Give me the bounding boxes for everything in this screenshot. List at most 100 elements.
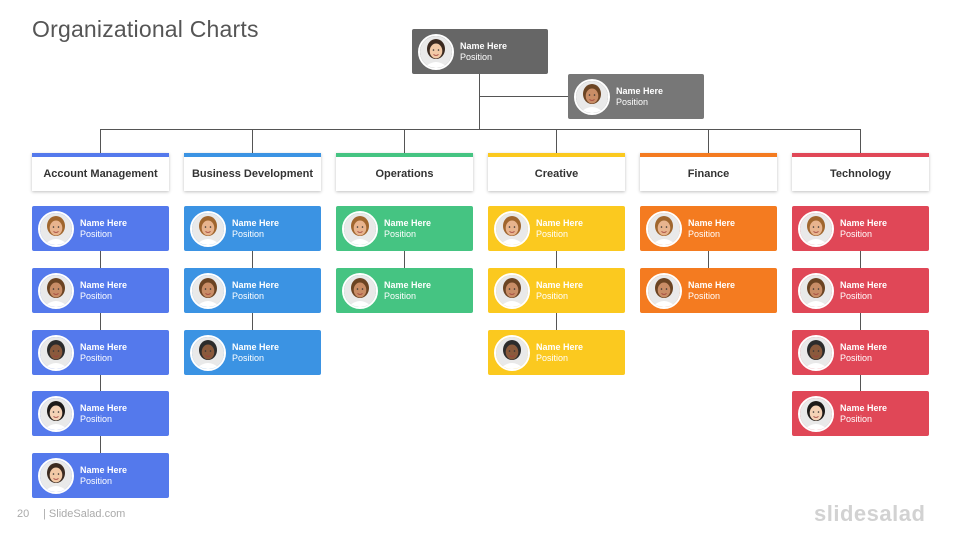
person-position: Position [80,413,113,424]
avatar [494,272,530,309]
connector-main-horizontal [100,129,861,130]
person-photo-icon [800,336,832,369]
avatar [646,210,682,247]
card-text: Name Here Position [688,218,735,240]
member-card[interactable]: Name Here Position [488,206,625,251]
page-title: Organizational Charts [32,16,259,42]
person-photo-icon [344,274,376,307]
person-position: Position [80,228,113,239]
member-card[interactable]: Name Here Position [792,206,929,251]
card-text: Name Here Position [384,280,431,302]
person-photo-icon [192,212,224,245]
connector-members [708,251,709,268]
member-card[interactable]: Name Here Position [336,206,473,251]
person-photo-icon [420,35,452,68]
person-position: Position [840,352,873,363]
member-card[interactable]: Name Here Position [640,268,777,313]
avatar [494,334,530,371]
person-photo-icon [40,459,72,492]
member-card[interactable]: Name Here Position [32,453,169,498]
avatar [190,272,226,309]
brand-logo: slidesalad [814,501,926,526]
department-header[interactable]: Business Development [184,153,321,191]
person-position: Position [536,352,569,363]
avatar [38,395,74,432]
person-position: Position [384,228,417,239]
avatar [418,33,454,70]
card-text: Name Here Position [688,280,735,302]
page-number: 20 [17,508,30,520]
member-card[interactable]: Name Here Position [184,330,321,375]
member-card[interactable]: Name Here Position [336,268,473,313]
card-text: Name Here Position [80,280,127,302]
connector-dept-drop [252,129,253,153]
person-photo-icon [648,212,680,245]
person-name: Name Here [80,217,128,228]
member-card[interactable]: Name Here Position [792,330,929,375]
person-position: Position [688,228,721,239]
member-card[interactable]: Name Here Position [792,268,929,313]
department-header[interactable]: Account Management [32,153,169,191]
person-position: Position [536,290,569,301]
card-text: Name Here Position [80,342,127,364]
person-name: Name Here [80,279,128,290]
assistant-card[interactable]: Name Here Position [568,74,704,119]
person-photo-icon [496,336,528,369]
person-position: Position [840,413,873,424]
person-position: Position [840,290,873,301]
card-text: Name Here Position [384,218,431,240]
person-name: Name Here [616,85,664,96]
member-card[interactable]: Name Here Position [640,206,777,251]
person-name: Name Here [840,402,888,413]
card-text: Name Here Position [616,86,663,108]
department-header[interactable]: Finance [640,153,777,191]
member-card[interactable]: Name Here Position [32,330,169,375]
member-card[interactable]: Name Here Position [184,268,321,313]
person-name: Name Here [232,279,280,290]
avatar [798,334,834,371]
connector-members [404,251,405,268]
card-text: Name Here Position [80,218,127,240]
member-card[interactable]: Name Here Position [792,391,929,436]
member-card[interactable]: Name Here Position [32,206,169,251]
person-photo-icon [576,80,608,113]
avatar [38,210,74,247]
person-photo-icon [800,274,832,307]
member-card[interactable]: Name Here Position [184,206,321,251]
person-photo-icon [344,212,376,245]
person-position: Position [80,475,113,486]
person-position: Position [536,228,569,239]
avatar [342,272,378,309]
person-name: Name Here [840,341,888,352]
person-photo-icon [800,397,832,430]
connector-dept-drop [556,129,557,153]
person-name: Name Here [80,341,128,352]
footer-site: | SlideSalad.com [43,508,126,520]
person-photo-icon [40,212,72,245]
avatar [342,210,378,247]
card-text: Name Here Position [80,403,127,425]
card-text: Name Here Position [80,465,127,487]
member-card[interactable]: Name Here Position [488,268,625,313]
person-photo-icon [496,274,528,307]
person-photo-icon [648,274,680,307]
department-header[interactable]: Operations [336,153,473,191]
member-card[interactable]: Name Here Position [32,268,169,313]
department-header[interactable]: Creative [488,153,625,191]
avatar [646,272,682,309]
person-photo-icon [800,212,832,245]
department-header[interactable]: Technology [792,153,929,191]
avatar [38,334,74,371]
avatar [190,334,226,371]
person-name: Name Here [460,40,508,51]
connector-members [860,251,861,391]
person-position: Position [840,228,873,239]
person-name: Name Here [232,217,280,228]
member-card[interactable]: Name Here Position [488,330,625,375]
person-photo-icon [40,336,72,369]
card-text: Name Here Position [460,41,507,63]
person-name: Name Here [536,341,584,352]
member-card[interactable]: Name Here Position [32,391,169,436]
person-name: Name Here [80,464,128,475]
ceo-card[interactable]: Name Here Position [412,29,548,74]
